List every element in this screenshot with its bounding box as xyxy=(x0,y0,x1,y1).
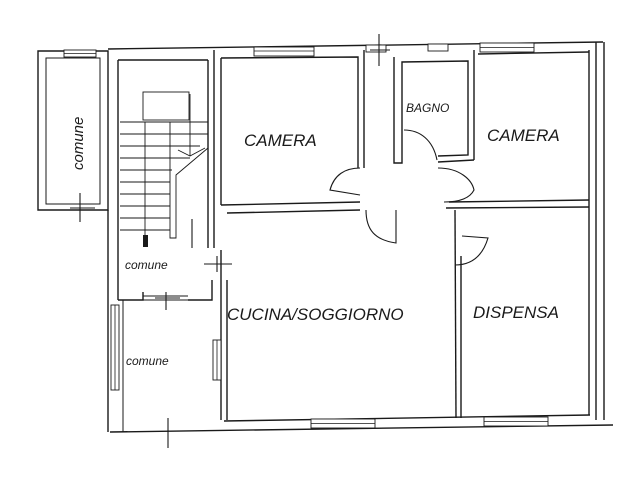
label-dispensa: DISPENSA xyxy=(473,303,559,322)
label-camera-2: CAMERA xyxy=(487,126,560,145)
reference-ticks xyxy=(70,34,390,448)
staircase xyxy=(120,91,209,247)
label-bagno: BAGNO xyxy=(406,101,449,115)
label-comune-left: comune xyxy=(70,117,87,170)
label-cucina-soggiorno: CUCINA/SOGGIORNO xyxy=(227,305,404,324)
room-labels: comune CAMERA BAGNO CAMERA comune CUCINA… xyxy=(70,101,560,368)
doors xyxy=(329,129,489,266)
outer-walls xyxy=(37,41,614,433)
windows xyxy=(63,42,549,429)
inner-walls xyxy=(118,50,590,420)
label-comune-stair: comune xyxy=(125,258,168,272)
label-camera-1: CAMERA xyxy=(244,131,317,150)
label-comune-bottom: comune xyxy=(126,354,169,368)
